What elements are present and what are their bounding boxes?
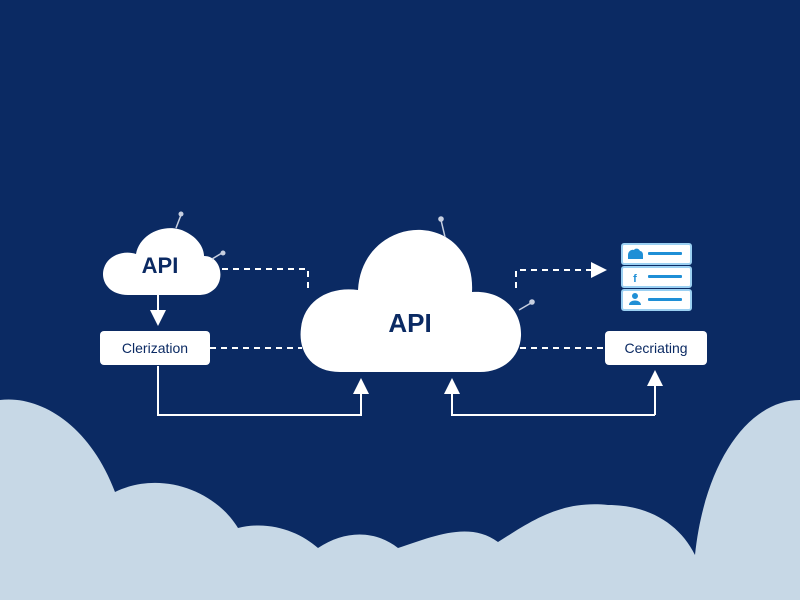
right-box-label: Cecriating — [624, 340, 687, 356]
antenna-dot-c — [438, 216, 444, 222]
connector-lines — [150, 262, 663, 416]
right-box-rect — [605, 331, 707, 365]
small-cloud-shape — [103, 228, 221, 295]
server-bar-top — [648, 252, 682, 255]
antenna-line-c — [440, 219, 446, 238]
dashed-arrow-to-server — [515, 262, 607, 288]
user-icon-bottom — [629, 293, 641, 305]
antenna-line-b — [211, 252, 223, 260]
left-box-rect — [100, 331, 210, 365]
antenna-line-a — [175, 214, 182, 229]
server-stack-icon: f — [621, 243, 692, 311]
small-api-cloud: API — [103, 211, 226, 295]
right-process-box: Cecriating — [605, 331, 707, 365]
antenna-dot-a — [178, 211, 184, 217]
main-api-cloud: API — [300, 216, 535, 372]
small-cloud-label: API — [142, 253, 179, 278]
antenna-line-d — [518, 302, 532, 311]
arrow-right-loop-to-main — [444, 378, 655, 416]
main-cloud-shape — [300, 229, 522, 372]
main-cloud-label: API — [388, 308, 431, 338]
arrow-left-loop-to-main — [157, 366, 369, 416]
server-bar-middle — [648, 275, 682, 278]
foreground-cloud-band — [0, 399, 800, 600]
dashed-connector-small-to-main — [222, 268, 309, 290]
left-box-label: Clerization — [122, 340, 188, 356]
server-bar-bottom — [648, 298, 682, 301]
antenna-dot-d — [529, 299, 535, 305]
facebook-icon: f — [633, 273, 637, 285]
antenna-dot-b — [220, 250, 226, 256]
foreground-clouds — [0, 399, 800, 600]
left-process-box: Clerization — [100, 331, 210, 365]
cloud-mini-icon-top — [628, 248, 643, 259]
